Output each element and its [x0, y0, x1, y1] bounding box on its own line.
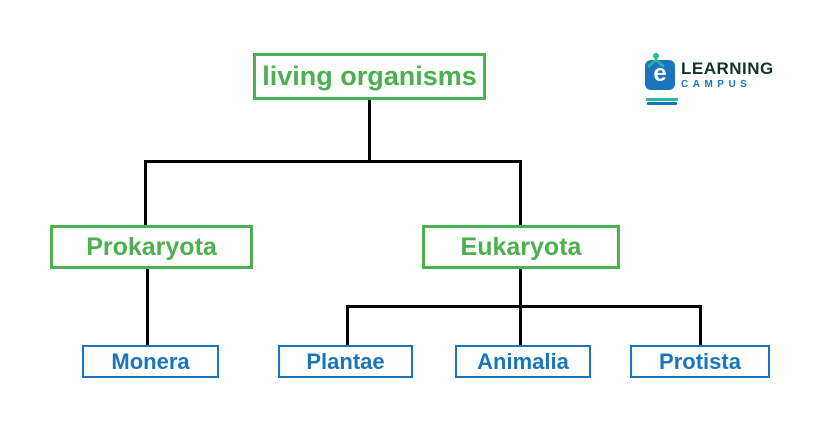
connector-plantae-down — [346, 305, 349, 345]
node-plantae: Plantae — [278, 345, 413, 378]
connector-root-down — [368, 100, 371, 163]
logo-learning-text: LEARNING — [681, 59, 774, 78]
node-eukaryota: Eukaryota — [422, 225, 620, 269]
connector-monera-down — [146, 269, 149, 345]
elearning-campus-logo: e LEARNING CAMPUS — [645, 53, 795, 120]
connector-level2-branch — [346, 305, 702, 308]
connector-protista-down — [699, 305, 702, 345]
logo-campus-text: CAMPUS — [681, 79, 752, 90]
connector-eukaryota-down — [519, 160, 522, 225]
connector-prokaryota-down — [144, 160, 147, 225]
connector-eukaryota-stem — [519, 269, 522, 307]
node-protista: Protista — [630, 345, 770, 378]
node-monera: Monera — [82, 345, 219, 378]
connector-animalia-down — [519, 305, 522, 345]
stacked-books-icon — [646, 98, 678, 108]
connector-level1-branch — [144, 160, 522, 163]
node-animalia: Animalia — [455, 345, 591, 378]
node-living-organisms: living organisms — [253, 53, 486, 100]
person-icon — [647, 53, 665, 68]
node-prokaryota: Prokaryota — [50, 225, 253, 269]
